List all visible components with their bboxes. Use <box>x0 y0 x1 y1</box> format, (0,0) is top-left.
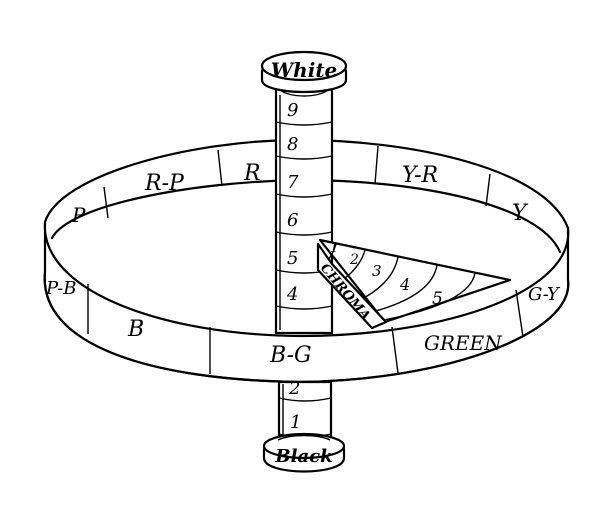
value-step-9: 9 <box>287 100 298 121</box>
hue-label-g-y: G-Y <box>528 284 561 305</box>
chroma-step-3: 3 <box>372 262 382 280</box>
chroma-step-4: 4 <box>399 275 410 294</box>
chroma-step-2: 2 <box>349 252 359 268</box>
chroma-step-1: 1 <box>330 241 338 256</box>
hue-label-p-b: P-B <box>45 278 76 299</box>
value-step-6: 6 <box>287 210 298 231</box>
black-label: Black <box>274 446 332 467</box>
hue-label-p: P <box>71 203 86 227</box>
white-cap <box>260 50 348 97</box>
chroma-scale <box>316 238 512 330</box>
chroma-step-5: 5 <box>432 289 443 309</box>
hue-label-y-r: Y-R <box>402 163 438 188</box>
hue-label-b-g: B-G <box>269 343 312 368</box>
hue-label-green: GREEN <box>424 331 503 355</box>
black-base <box>262 432 346 473</box>
hue-label-r-p: R-P <box>144 171 185 196</box>
value-step-7: 7 <box>287 172 299 193</box>
hue-label-b: B <box>127 317 144 342</box>
hue-label-y: Y <box>512 201 529 226</box>
value-axis-upper <box>274 86 334 335</box>
value-step-2: 2 <box>288 378 300 399</box>
value-step-8: 8 <box>287 134 298 155</box>
hue-label-r: R <box>243 161 261 186</box>
value-step-1: 1 <box>290 412 301 433</box>
white-label: White <box>271 58 338 82</box>
value-step-4: 4 <box>286 284 298 305</box>
value-step-5: 5 <box>287 248 298 269</box>
